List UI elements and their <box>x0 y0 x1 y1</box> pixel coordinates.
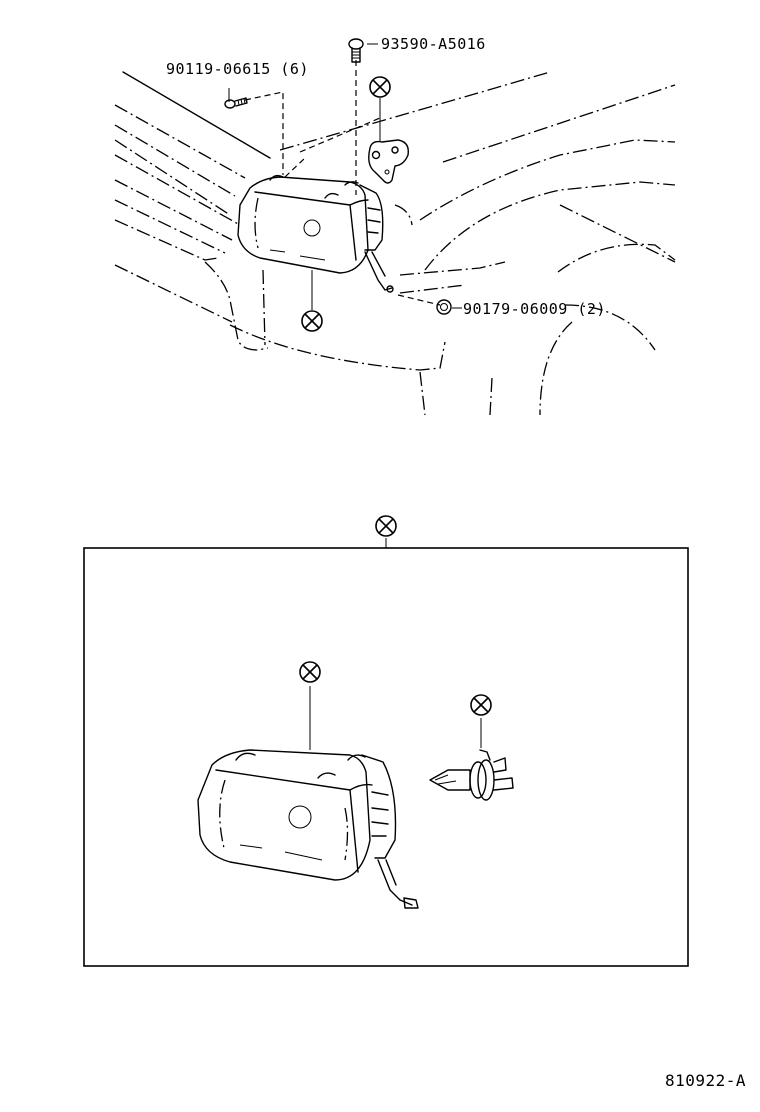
not-serviceable-mark-bracket <box>369 76 391 98</box>
not-serviceable-mark-bulb <box>470 694 492 716</box>
halogen-bulb <box>429 749 514 801</box>
illustration-number: 810922-A <box>665 1071 747 1090</box>
leader-lines <box>228 43 462 310</box>
not-serviceable-mark-headlamp-installed <box>301 310 323 332</box>
headlamp-installed <box>237 174 394 293</box>
not-serviceable-mark-assembly <box>375 515 397 537</box>
nut-90179-06009 <box>436 299 452 315</box>
not-serviceable-mark-headlamp-unit <box>299 661 321 683</box>
part-label-bolt[interactable]: 90119-06615 (6) <box>166 60 309 78</box>
bolt-90119-06615 <box>224 97 248 109</box>
screw-93590-A5016 <box>348 38 364 63</box>
headlamp-unit <box>197 749 419 909</box>
part-label-nut[interactable]: 90179-06009 (2) <box>463 300 606 318</box>
assembly-box <box>83 547 689 967</box>
vehicle-body-outline <box>114 71 676 416</box>
part-label-screw[interactable]: 93590-A5016 <box>381 35 486 53</box>
mounting-bracket <box>368 139 409 184</box>
